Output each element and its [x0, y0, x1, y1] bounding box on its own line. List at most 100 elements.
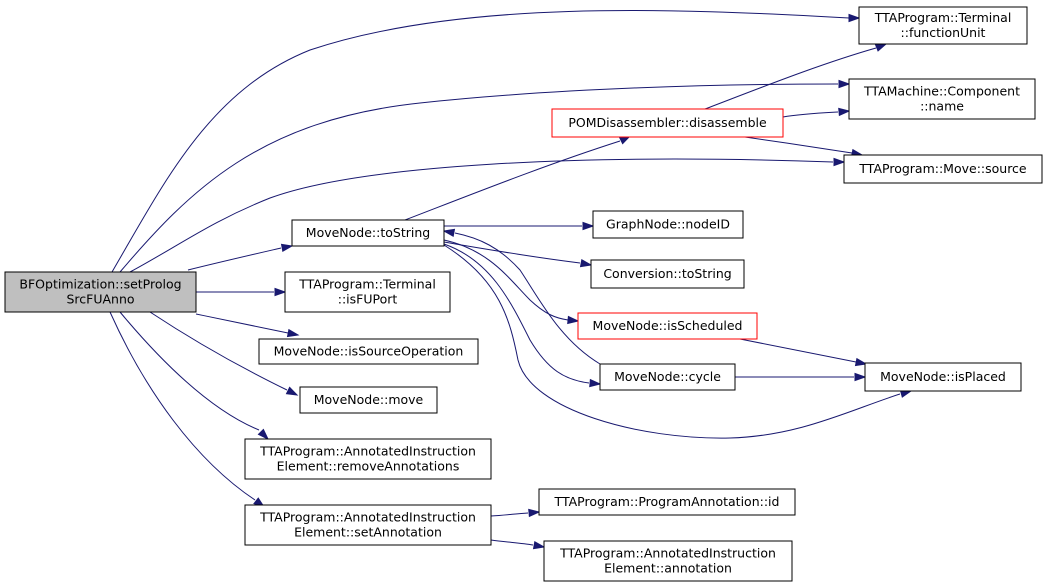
node-label-line: MoveNode::isPlaced [880, 369, 1006, 384]
node-label-line: TTAProgram::Move::source [858, 161, 1027, 176]
node-box [858, 6, 1028, 45]
node-box [843, 154, 1043, 184]
node-label-line: ::functionUnit [901, 25, 986, 40]
edge-bfopt-to-aie_set [109, 311, 266, 508]
node-label-line: Element::removeAnnotations [277, 459, 460, 474]
node-aie-set[interactable]: TTAProgram::AnnotatedInstructionElement:… [244, 504, 492, 546]
node-mn-isplaced[interactable]: MoveNode::isPlaced [864, 362, 1022, 392]
edge-bfopt-to-mn_tostring [187, 243, 294, 271]
edge-arrowhead [286, 328, 300, 338]
node-mn-move[interactable]: MoveNode::move [299, 386, 438, 414]
edge-line [119, 83, 839, 273]
edge-arrowhead [833, 157, 846, 167]
edge-bfopt-to-comp_name [119, 79, 851, 273]
edge-line [404, 140, 621, 221]
edge-arrowhead [280, 243, 294, 253]
edge-line [149, 311, 288, 391]
edge-bfopt-to-term_isfuport [196, 287, 287, 297]
edge-line [490, 512, 529, 517]
node-aie-annotation[interactable]: TTAProgram::AnnotatedInstructionElement:… [543, 540, 793, 582]
node-box [543, 540, 793, 582]
node-aie-remove[interactable]: TTAProgram::AnnotatedInstructionElement:… [244, 438, 492, 480]
edge-arrowhead [838, 107, 851, 117]
edges-layer [109, 10, 913, 550]
node-label-line: SrcFUAnno [66, 292, 134, 307]
node-box [864, 362, 1022, 392]
edge-mn_cycle-to-mn_isplaced [735, 372, 867, 382]
node-label-line: MoveNode::move [314, 392, 424, 407]
node-label-line: ::name [920, 99, 964, 114]
node-term-isfuport[interactable]: TTAProgram::Terminal::isFUPort [284, 271, 451, 313]
edge-arrowhead [854, 357, 868, 367]
node-mn-issrcop[interactable]: MoveNode::isSourceOperation [258, 338, 479, 365]
node-pa-id[interactable]: TTAProgram::ProgramAnnotation::id [538, 488, 796, 516]
edge-arrowhead [854, 372, 867, 382]
node-label-line: BFOptimization::setProlog [19, 277, 181, 292]
node-term-fu[interactable]: TTAProgram::Terminal::functionUnit [858, 6, 1028, 45]
node-label-line: Element::annotation [604, 561, 732, 576]
edge-bfopt-to-term_fu [111, 10, 861, 273]
edge-mn_tostring-to-pomdis [404, 135, 632, 221]
edge-arrowhead [582, 221, 595, 231]
node-box [577, 312, 758, 340]
edge-bfopt-to-mn_issrcop [195, 313, 300, 338]
edge-mn_tostring-to-gn_nodeid [444, 221, 595, 231]
edge-arrowhead [579, 258, 593, 268]
node-conv-tostring[interactable]: Conversion::toString [590, 259, 745, 289]
node-label-line: TTAProgram::AnnotatedInstruction [259, 510, 476, 525]
node-mn-cycle[interactable]: MoveNode::cycle [599, 363, 736, 391]
edge-mn_tostring-to-mn_cycle [443, 243, 602, 388]
edge-arrowhead [442, 228, 456, 238]
edge-bfopt-to-mn_move [149, 311, 299, 396]
edge-bfopt-to-aie_remove [119, 311, 270, 441]
node-label-line: Conversion::toString [603, 266, 731, 281]
node-box [592, 210, 744, 239]
edge-arrowhead [848, 13, 861, 23]
edge-bfopt-to-move_source [129, 157, 846, 273]
node-box [599, 363, 736, 391]
edge-arrowhead [285, 386, 299, 396]
edge-line [443, 244, 901, 439]
edge-line [129, 158, 834, 273]
node-label-line: TTAMachine::Component [863, 84, 1020, 99]
node-label-line: TTAProgram::AnnotatedInstruction [559, 546, 776, 561]
node-mn-tostring[interactable]: MoveNode::toString [291, 219, 445, 247]
edge-aie_set-to-aie_annotation [490, 539, 546, 550]
node-box [291, 219, 445, 247]
node-label-line: TTAProgram::AnnotatedInstruction [259, 444, 476, 459]
edge-arrowhead [528, 508, 541, 518]
nodes-layer: BFOptimization::setPrologSrcFUAnnoTTAPro… [4, 6, 1043, 582]
edge-arrowhead [274, 287, 287, 297]
edge-line [443, 243, 590, 384]
node-move-source[interactable]: TTAProgram::Move::source [843, 154, 1043, 184]
edge-arrowhead [838, 79, 851, 89]
node-label-line: Element::setAnnotation [294, 525, 442, 540]
node-box [848, 78, 1036, 120]
node-box [299, 386, 438, 414]
node-box [284, 271, 451, 313]
edge-mn_tostring-to-mn_isplaced [443, 244, 913, 439]
node-label-line: MoveNode::isSourceOperation [274, 344, 464, 359]
node-box [244, 438, 492, 480]
node-label-line: TTAProgram::Terminal [874, 10, 1012, 25]
node-pomdis[interactable]: POMDisassembler::disassemble [551, 108, 784, 138]
edge-line [119, 311, 260, 431]
edge-line [739, 338, 857, 363]
node-mn-isscheduled[interactable]: MoveNode::isScheduled [577, 312, 758, 340]
edge-pomdis-to-comp_name [782, 107, 851, 118]
node-label-line: POMDisassembler::disassemble [568, 115, 767, 130]
node-gn-nodeid[interactable]: GraphNode::nodeID [592, 210, 744, 239]
node-label-line: GraphNode::nodeID [606, 217, 730, 232]
node-box [244, 504, 492, 546]
edge-line [187, 247, 282, 271]
edge-arrowhead [257, 428, 270, 441]
node-box [4, 271, 197, 313]
edge-line [443, 239, 569, 321]
edge-mn_cycle-to-mn_tostring [442, 228, 601, 365]
node-comp-name[interactable]: TTAMachine::Component::name [848, 78, 1036, 120]
node-label-line: MoveNode::cycle [614, 369, 721, 384]
edge-pomdis-to-move_source [744, 136, 864, 158]
edge-line [490, 539, 534, 546]
